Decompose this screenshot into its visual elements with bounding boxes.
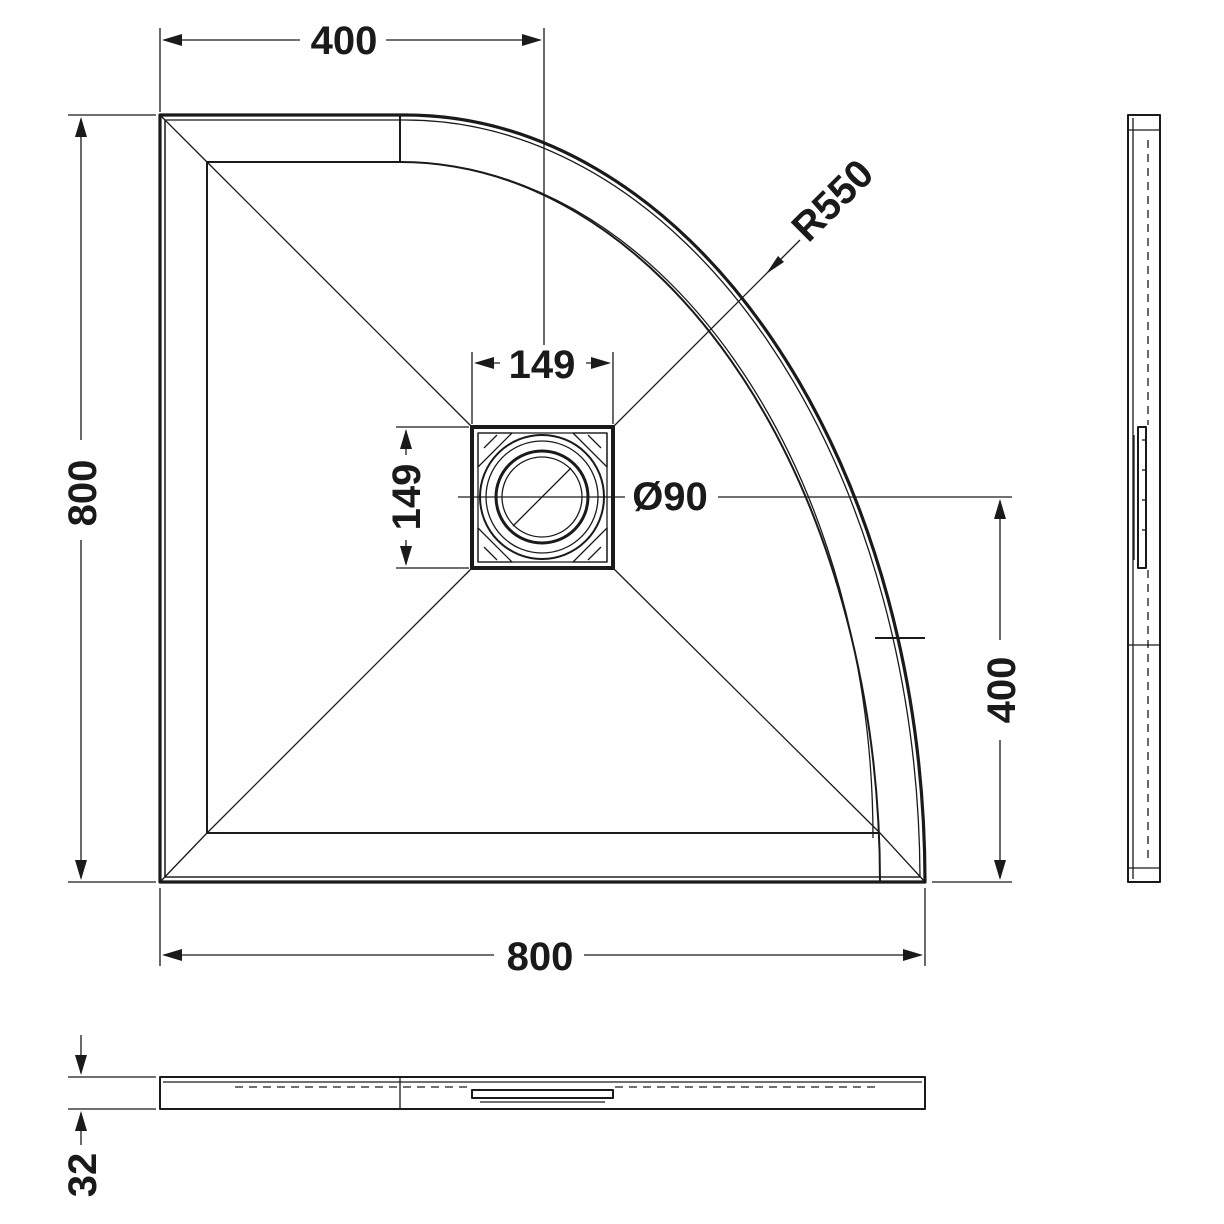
- tray-outer-lip: [164, 119, 921, 878]
- waste-corner-clamp-tr: [572, 432, 608, 468]
- dim-label-right: 400: [980, 657, 1024, 724]
- waste-corner-clamp-bl: [477, 527, 513, 563]
- dim-waste-diameter: Ø90: [632, 475, 708, 519]
- fall-line-top-left: [206, 161, 473, 428]
- dim-label-radius: R550: [783, 151, 882, 250]
- tray-outer-outline: [158, 113, 927, 884]
- dim-waste-width: 149: [471, 343, 614, 424]
- waste-corner-clamp-tl: [477, 432, 513, 468]
- dim-label-left: 800: [61, 460, 105, 527]
- dim-thickness-32: 32: [61, 1035, 156, 1197]
- front-profile-outline: [159, 1076, 926, 1110]
- bevel-bottom-left: [159, 832, 208, 883]
- tray-inner-arc: [399, 161, 874, 839]
- fall-line-bottom-right: [612, 567, 881, 834]
- front-waste: [471, 1089, 614, 1099]
- side-waste: [1137, 426, 1147, 569]
- tray-plan-view: [158, 113, 927, 884]
- dim-radius: R550: [766, 151, 882, 274]
- dim-waste-height: 149: [385, 426, 469, 569]
- dim-bottom-800: 800: [159, 888, 926, 979]
- waste-corner-clamp-br: [572, 527, 608, 563]
- fall-line-bottom-left: [206, 567, 473, 834]
- dim-top-400: 400: [159, 19, 545, 345]
- bevel-bottom-right: [879, 832, 926, 883]
- fall-line-top-right: [612, 264, 776, 428]
- dim-label-thickness: 32: [61, 1153, 105, 1198]
- bevel-top-left: [159, 114, 208, 163]
- dim-right-400: 400: [718, 496, 1024, 883]
- waste-outlet: [458, 425, 625, 570]
- dim-label-waste-diameter: Ø90: [632, 475, 708, 519]
- dim-left-800: 800: [61, 114, 156, 883]
- side-elevation-right: [1127, 114, 1161, 883]
- front-elevation-bottom: [159, 1076, 926, 1110]
- dim-label-bottom: 800: [507, 935, 574, 979]
- dim-label-waste-height: 149: [385, 464, 429, 531]
- dim-label-waste-width: 149: [509, 343, 576, 387]
- waste-diagonal: [512, 467, 572, 527]
- dim-label-top: 400: [311, 19, 378, 63]
- side-profile-outline: [1127, 114, 1161, 883]
